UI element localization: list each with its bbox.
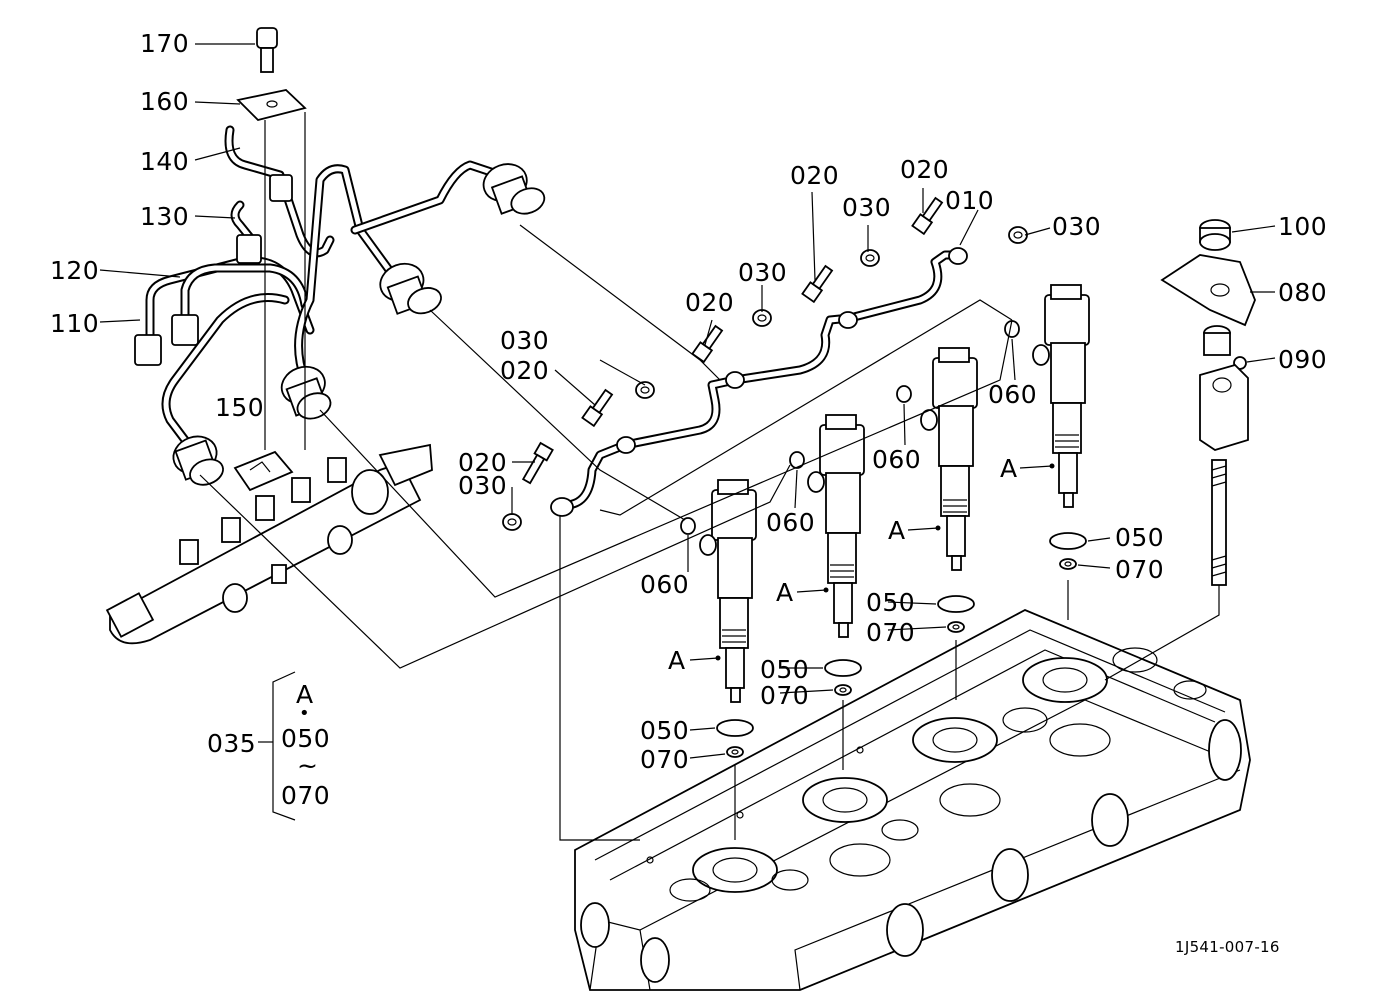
callout-080: 080 bbox=[1278, 278, 1328, 307]
callout-120: 120 bbox=[50, 256, 100, 285]
o-ring-060-b bbox=[789, 451, 805, 469]
kit-item-a: A bbox=[296, 680, 314, 709]
kit-bracket bbox=[258, 671, 296, 821]
seals-injector-3 bbox=[937, 595, 975, 633]
callout-assembly-a-1: A bbox=[668, 646, 686, 675]
callout-090: 090 bbox=[1278, 345, 1328, 374]
callout-060-a: 060 bbox=[640, 570, 690, 599]
seals-injector-2 bbox=[824, 659, 862, 696]
callout-030-e: 030 bbox=[842, 193, 892, 222]
callout-070-c: 070 bbox=[866, 618, 916, 647]
callout-070-a: 070 bbox=[640, 745, 690, 774]
callout-050-d: 050 bbox=[1115, 523, 1165, 552]
nut-100 bbox=[1199, 219, 1231, 251]
callout-070-b: 070 bbox=[760, 681, 810, 710]
o-ring-060-a bbox=[680, 517, 696, 535]
callout-070-d: 070 bbox=[1115, 555, 1165, 584]
callout-010: 010 bbox=[945, 186, 995, 215]
callout-020-d: 020 bbox=[685, 288, 735, 317]
callout-140: 140 bbox=[140, 147, 190, 176]
callout-160: 160 bbox=[140, 87, 190, 116]
callout-030-c: 030 bbox=[500, 326, 550, 355]
callout-150: 150 bbox=[215, 393, 265, 422]
callout-020-f: 020 bbox=[900, 155, 950, 184]
o-ring-060-d bbox=[1004, 320, 1020, 338]
common-rail bbox=[105, 443, 433, 645]
pipe-clamp-150 bbox=[233, 450, 294, 492]
callout-060-b: 060 bbox=[766, 508, 816, 537]
injector-2 bbox=[807, 414, 865, 638]
callout-170: 170 bbox=[140, 29, 190, 58]
callout-060-c: 060 bbox=[872, 445, 922, 474]
callout-020-e: 020 bbox=[790, 161, 840, 190]
callout-110: 110 bbox=[50, 309, 100, 338]
cylinder-head bbox=[574, 609, 1251, 991]
leak-off-pipe bbox=[502, 196, 1028, 531]
callout-030-b: 030 bbox=[458, 471, 508, 500]
callout-100: 100 bbox=[1278, 212, 1328, 241]
callout-020-b: 020 bbox=[458, 448, 508, 477]
callout-assembly-a-2: A bbox=[776, 578, 794, 607]
drawing-code: 1J541-007-16 bbox=[1175, 938, 1280, 956]
injector-1 bbox=[699, 479, 757, 703]
leader-lines bbox=[99, 43, 1276, 841]
callout-050-b: 050 bbox=[760, 655, 810, 684]
callout-050-c: 050 bbox=[866, 588, 916, 617]
clamp-080 bbox=[1160, 254, 1256, 327]
seals-injector-4 bbox=[1049, 532, 1087, 570]
bolt-170 bbox=[256, 27, 278, 73]
holder-body bbox=[1199, 325, 1249, 586]
callout-130: 130 bbox=[140, 202, 190, 231]
callout-assembly-a-4: A bbox=[1000, 454, 1018, 483]
injection-pipes-left bbox=[134, 125, 546, 486]
callout-030-f: 030 bbox=[1052, 212, 1102, 241]
injector-4 bbox=[1032, 284, 1090, 508]
callout-020-c: 020 bbox=[500, 356, 550, 385]
injector-3 bbox=[920, 347, 978, 571]
callout-060-d: 060 bbox=[988, 380, 1038, 409]
kit-range-tilde: ~ bbox=[297, 751, 319, 780]
kit-range-from: 050 bbox=[281, 724, 331, 753]
o-ring-060-c bbox=[896, 385, 912, 403]
kit-dot: • bbox=[299, 703, 311, 724]
kit-range-to: 070 bbox=[281, 781, 331, 810]
seals-injector-1 bbox=[716, 719, 754, 758]
callout-050-a: 050 bbox=[640, 716, 690, 745]
clamp-plate-160 bbox=[236, 89, 307, 121]
callout-030-d: 030 bbox=[738, 258, 788, 287]
kit-number: 035 bbox=[207, 729, 257, 758]
callout-assembly-a-3: A bbox=[888, 516, 906, 545]
